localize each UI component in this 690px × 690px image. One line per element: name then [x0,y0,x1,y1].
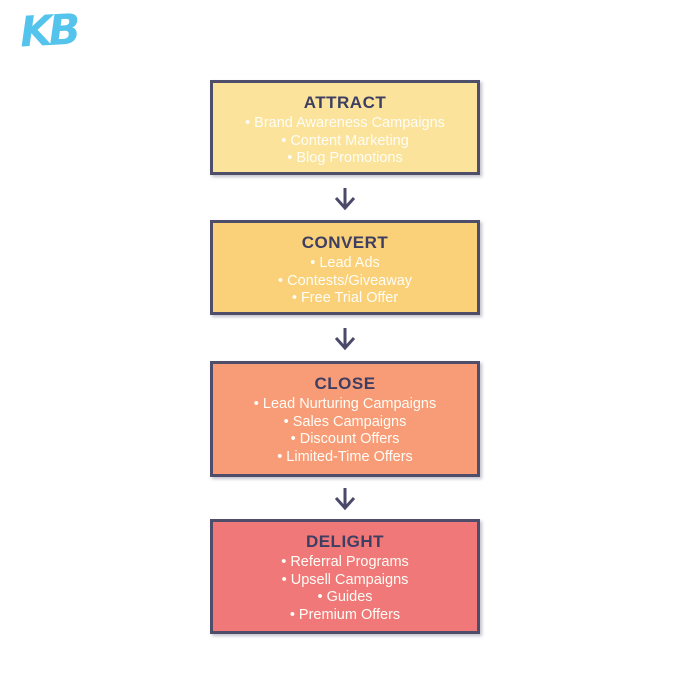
stage-item: Sales Campaigns [213,414,477,432]
stage-item-list: Lead Ads Contests/Giveaway Free Trial Of… [213,255,477,308]
stage-item: Guides [213,589,477,607]
stage-item: Premium Offers [213,607,477,625]
stage-item: Blog Promotions [213,150,477,168]
stage-item: Upsell Campaigns [213,572,477,590]
funnel-stage-close: CLOSE Lead Nurturing Campaigns Sales Cam… [210,361,480,477]
down-arrow-icon [334,328,356,351]
funnel-stage-delight: DELIGHT Referral Programs Upsell Campaig… [210,519,480,634]
stage-item: Free Trial Offer [213,290,477,308]
stage-item: Referral Programs [213,554,477,572]
stage-item: Limited-Time Offers [213,449,477,467]
stage-item-list: Brand Awareness Campaigns Content Market… [213,115,477,168]
stage-item: Brand Awareness Campaigns [213,115,477,133]
stage-item: Content Marketing [213,133,477,151]
stage-title: CONVERT [301,233,389,252]
funnel-stage-attract: ATTRACT Brand Awareness Campaigns Conten… [210,80,480,175]
kb-logo: KB [18,4,78,57]
funnel-stage-convert: CONVERT Lead Ads Contests/Giveaway Free … [210,220,480,315]
stage-item: Contests/Giveaway [213,273,477,291]
stage-item: Discount Offers [213,431,477,449]
down-arrow-icon [334,488,356,511]
stage-item: Lead Nurturing Campaigns [213,396,477,414]
down-arrow-icon [334,188,356,211]
stage-title: CLOSE [314,374,376,393]
stage-title: DELIGHT [305,532,385,551]
stage-item: Lead Ads [213,255,477,273]
stage-item-list: Referral Programs Upsell Campaigns Guide… [213,554,477,624]
stage-title: ATTRACT [303,93,387,112]
stage-item-list: Lead Nurturing Campaigns Sales Campaigns… [213,396,477,466]
